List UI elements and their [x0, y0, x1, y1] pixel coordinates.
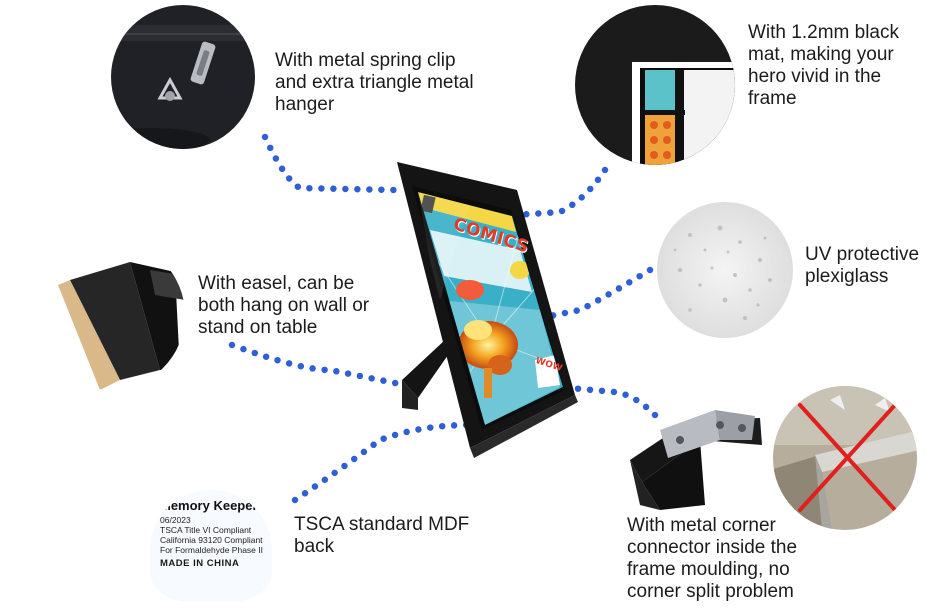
callout-corner: With metal corner connector inside the f…	[627, 515, 798, 602]
corner-connector	[630, 410, 762, 510]
mat-circle	[575, 5, 735, 165]
spring-clip-circle	[111, 5, 255, 149]
triangle-hanger-icon	[157, 76, 183, 101]
spring-clip-icon	[190, 41, 216, 85]
label-line3: For Formaldehyde Phase II	[160, 545, 263, 555]
explosion-icon	[458, 320, 518, 398]
label-line1: TSCA Title VI Compliant	[160, 525, 252, 535]
split-corner-circle	[773, 386, 917, 530]
callout-plexiglass: UV protective plexiglass	[805, 244, 920, 287]
label-made-in: MADE IN CHINA	[160, 558, 240, 569]
callout-easel: With easel, can be both hang on wall or …	[198, 273, 370, 338]
label-line2: California 93120 Compliant	[160, 535, 263, 545]
label-date: 06/2023	[160, 515, 191, 525]
callout-mat: With 1.2mm black mat, making your hero v…	[748, 22, 899, 109]
back-label: Memory Keeper 06/2023 TSCA Title VI Comp…	[150, 490, 272, 602]
photo-frame	[397, 162, 578, 458]
callout-mdf-back: TSCA standard MDF back	[294, 514, 470, 557]
plexiglass-circle	[657, 202, 793, 338]
leader-lines	[228, 133, 659, 504]
no-split-cross-icon	[798, 403, 897, 512]
label-brand: Memory Keeper	[160, 498, 258, 513]
callout-spring-clip: With metal spring clip and extra triangl…	[275, 50, 474, 115]
easel-circle	[35, 240, 185, 390]
